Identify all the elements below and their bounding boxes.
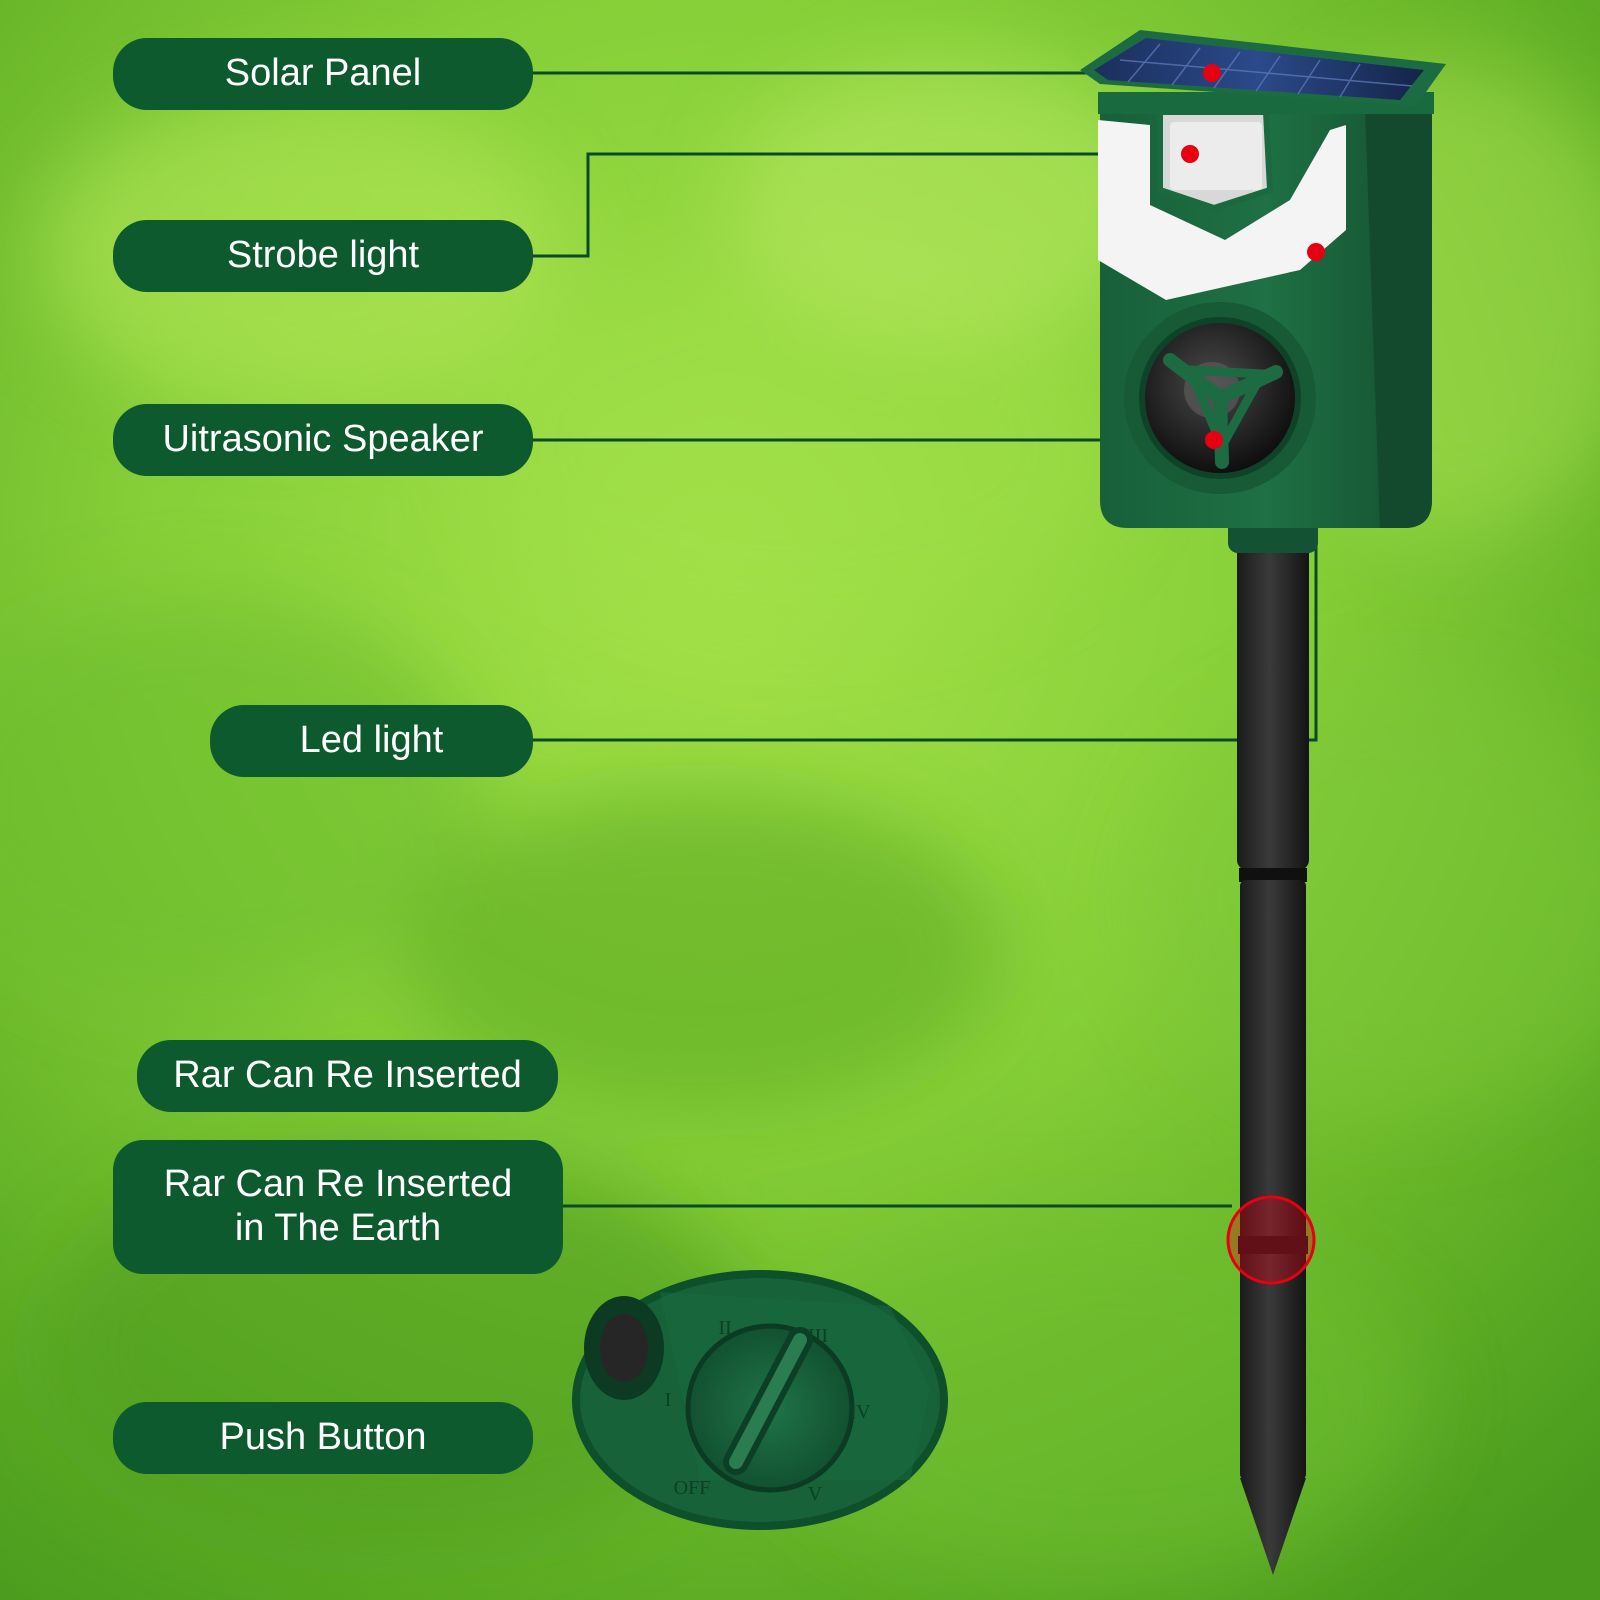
label-led-light: Led light [210, 705, 533, 777]
dial-mark: OFF [674, 1477, 711, 1499]
label-rar-can-re-inserted-in-the-earth: Rar Can Re Inserted in The Earth [113, 1140, 563, 1274]
marker-dot-strobe-light [1181, 145, 1199, 163]
dial-mark: I [665, 1389, 672, 1411]
marker-dot-led-light [1307, 243, 1325, 261]
label-strobe-light: Strobe light [113, 220, 533, 292]
label-ultrasonic-speaker: Uitrasonic Speaker [113, 404, 533, 476]
label-earth-line-2: in The Earth [234, 1207, 442, 1249]
marker-dot-solar-panel [1203, 64, 1221, 82]
device-housing [1098, 92, 1434, 553]
dial-mark: V [808, 1483, 823, 1505]
marker-dot-ultrasonic-speaker [1205, 431, 1223, 449]
label-earth-line-1: Rar Can Re Inserted [163, 1163, 513, 1206]
solar-panel-unit [1080, 30, 1446, 106]
led-light-strip [1098, 120, 1346, 300]
label-push-button: Push Button [113, 1402, 533, 1474]
dial-mark: IV [849, 1401, 871, 1423]
label-solar-panel: Solar Panel [113, 38, 533, 110]
marker-dots [1181, 64, 1325, 449]
dial-mark: II [718, 1317, 731, 1339]
leader-line-strobe-light [532, 152, 1190, 258]
earth-insert-highlight [1226, 1195, 1316, 1285]
ground-stake [1237, 540, 1309, 1575]
dial-mark: III [808, 1325, 828, 1347]
label-rar-can-re-inserted: Rar Can Re Inserted [137, 1040, 558, 1112]
